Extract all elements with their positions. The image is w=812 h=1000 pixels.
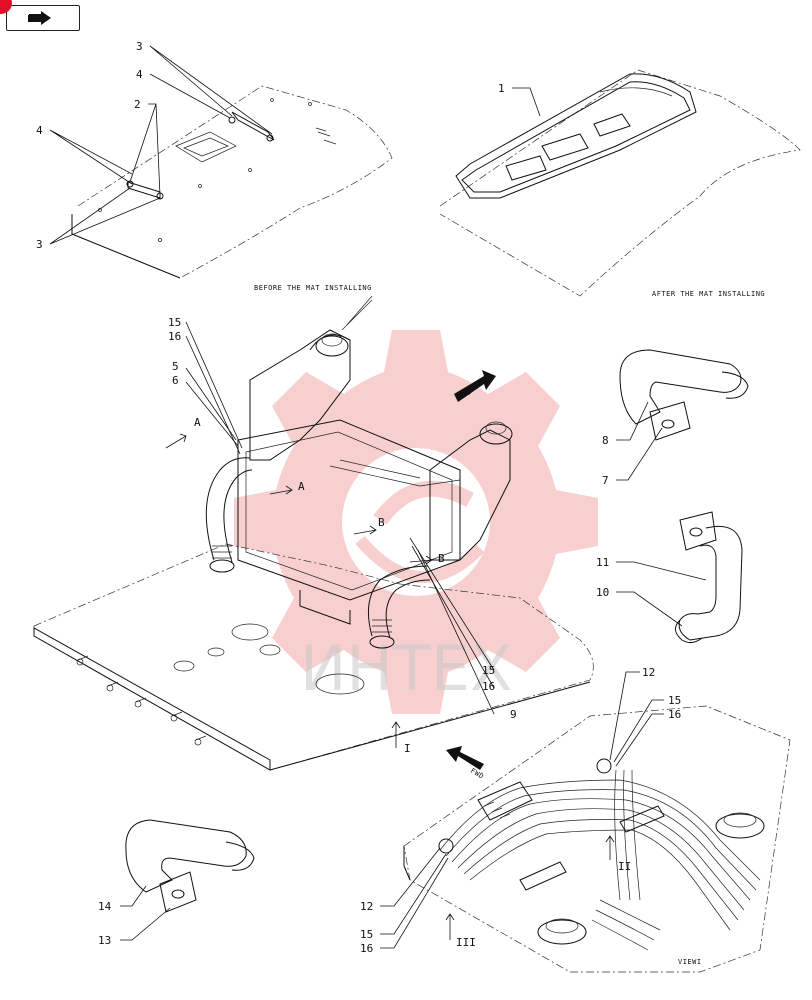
callout-7: 7 [602, 474, 609, 487]
caption-before: BEFORE THE MAT INSTALLING [254, 284, 372, 292]
duct-detail-10-11 [616, 511, 743, 644]
before-mat-view [49, 45, 393, 279]
callout-6: 6 [172, 374, 179, 387]
view-mark-iii: III [456, 936, 476, 949]
caption-after: AFTER THE MAT INSTALLING [652, 290, 765, 298]
callout-16-mid: 16 [482, 680, 495, 693]
section-b-upper: B [378, 516, 385, 529]
callout-15-upper: 15 [168, 316, 181, 329]
view-mark-i: I [404, 742, 411, 755]
callout-16-view: 16 [668, 708, 681, 721]
callout-9: 9 [510, 708, 517, 721]
caption-view: VIEWI [678, 958, 702, 966]
callout-1: 1 [498, 82, 505, 95]
callout-5: 5 [172, 360, 179, 373]
duct-detail-13-14 [120, 819, 255, 941]
callout-15-lower: 15 [360, 928, 373, 941]
fwd-label-view: FWD [469, 767, 485, 781]
callout-3-bottom: 3 [36, 238, 43, 251]
section-b-lower: B [438, 552, 445, 565]
after-mat-view [439, 69, 801, 297]
duct-detail-7-8 [616, 349, 749, 481]
callout-3-top: 3 [136, 40, 143, 53]
watermark-gear-icon [234, 330, 598, 714]
status-badge [0, 0, 12, 14]
watermark-text: ИНТЕХ [300, 632, 513, 705]
callout-14: 14 [98, 900, 112, 913]
section-a-upper: A [194, 416, 201, 429]
callout-12-lower: 12 [360, 900, 373, 913]
callout-2: 2 [134, 98, 141, 111]
callout-15-view: 15 [668, 694, 681, 707]
section-a-lower: A [298, 480, 305, 493]
callout-12-upper: 12 [642, 666, 655, 679]
callout-8: 8 [602, 434, 609, 447]
callout-4-top: 4 [136, 68, 143, 81]
callout-11: 11 [596, 556, 609, 569]
main-frame-view [33, 295, 594, 771]
callout-15-mid: 15 [482, 664, 495, 677]
callout-4-left: 4 [36, 124, 43, 137]
view-i-detail [380, 671, 791, 973]
view-mark-ii: II [618, 860, 631, 873]
callout-16-upper: 16 [168, 330, 181, 343]
callout-13: 13 [98, 934, 111, 947]
return-button[interactable] [6, 5, 80, 31]
return-arrow-icon [28, 11, 51, 25]
callout-16-lower: 16 [360, 942, 373, 955]
callout-10: 10 [596, 586, 609, 599]
